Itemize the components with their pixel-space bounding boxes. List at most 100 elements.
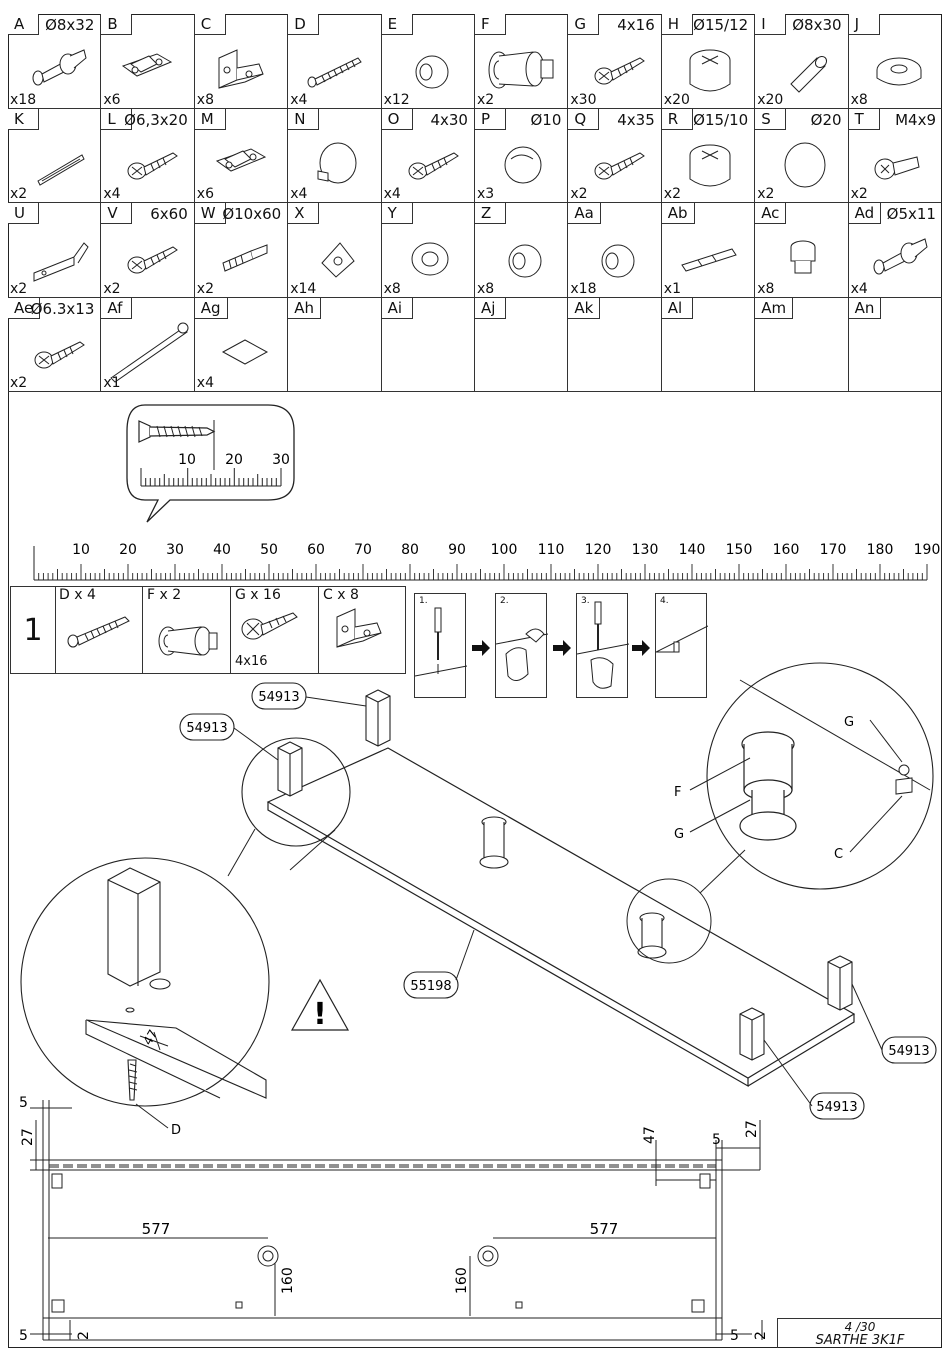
part-code: E <box>381 14 413 35</box>
shelf-pin-icon <box>790 240 816 274</box>
part-cell-Ah: Ah <box>288 297 382 392</box>
part-dimension: Ø15/12 <box>693 16 749 34</box>
part-quantity: x8 <box>196 91 214 108</box>
part-quantity: x2 <box>570 186 588 202</box>
ruler-label: 130 <box>632 542 659 558</box>
leveling-foot-icon <box>158 626 218 656</box>
part-code: Ag <box>194 297 228 319</box>
screw-icon <box>127 151 179 179</box>
step-part-F: F x 2 <box>143 587 231 673</box>
ruler-label: 40 <box>213 542 231 558</box>
long-bolt-icon <box>307 57 362 88</box>
part-code: Y <box>381 203 413 224</box>
cam-lock-icon <box>689 49 731 92</box>
part-code: B <box>101 14 133 35</box>
part-code: Ab <box>661 203 695 224</box>
leg-block <box>277 689 853 1061</box>
part-code: F <box>475 14 506 35</box>
ruler-label: 160 <box>773 542 800 558</box>
screw-icon <box>127 246 179 274</box>
angle-bracket-icon <box>336 608 382 648</box>
plan-bracket <box>51 1173 711 1313</box>
ruler-label: 170 <box>820 542 847 558</box>
part-code: Aj <box>475 297 506 319</box>
knob-icon <box>317 142 357 183</box>
ruler-ticks <box>33 564 928 581</box>
part-code: J <box>848 14 880 35</box>
part-dimension: Ø15/10 <box>693 110 749 129</box>
part-quantity: x2 <box>196 280 214 297</box>
screw-icon <box>408 151 459 179</box>
cam-bolt-icon <box>873 238 928 275</box>
part-dimension: Ø5x11 <box>886 205 936 223</box>
plug-icon <box>504 146 542 183</box>
part-quantity: x8 <box>850 91 868 108</box>
washer-icon <box>876 57 922 86</box>
detail-circle <box>241 737 351 847</box>
dim-label: 2 <box>76 1331 92 1340</box>
board-panel <box>266 747 856 1088</box>
part-code: V <box>101 203 133 224</box>
corner-block-icon <box>321 242 355 278</box>
part-quantity: x2 <box>10 375 28 391</box>
part-code: Al <box>661 297 693 319</box>
callout-54913: 54913 <box>888 1044 929 1059</box>
detail-circle-large <box>706 662 934 890</box>
long-bolt-icon <box>67 616 130 648</box>
part-code: X <box>288 203 320 224</box>
callout-54913: 54913 <box>186 721 227 736</box>
part-quantity: x4 <box>290 186 308 202</box>
part-code: C <box>194 14 226 35</box>
part-code: S <box>755 108 787 130</box>
callout-D: D <box>171 1123 181 1138</box>
part-dimension: Ø6,3x20 <box>124 110 188 129</box>
angle-bracket-icon <box>895 764 913 795</box>
disc-icon <box>784 142 826 187</box>
part-dimension: Ø10 <box>530 110 562 129</box>
screw-icon <box>594 57 646 85</box>
part-quantity: x18 <box>10 91 37 108</box>
mini-step-3: 3. <box>576 593 630 698</box>
callout-55198: 55198 <box>410 979 451 994</box>
part-code: An <box>848 297 882 319</box>
part-quantity: x14 <box>290 280 317 297</box>
detail-circle <box>626 878 712 964</box>
ruler-label: 180 <box>867 542 894 558</box>
hinge-icon <box>215 147 266 172</box>
page-footer: 4 /30 SARTHE 3K1F <box>777 1318 942 1348</box>
dim-label: 47 <box>642 1126 658 1144</box>
small-ruler-label: 10 <box>178 452 196 468</box>
dim-label: 5 <box>730 1328 739 1344</box>
dim-label: 5 <box>19 1328 28 1344</box>
ruler-label: 110 <box>538 542 565 558</box>
step-part-size: 4x16 <box>235 654 268 669</box>
result-icon <box>655 625 709 653</box>
dim-label: 5 <box>19 1095 28 1111</box>
part-quantity: x4 <box>383 186 401 202</box>
ruler-label: 70 <box>354 542 372 558</box>
part-cell-An: An <box>848 297 942 392</box>
ruler-label: 30 <box>166 542 184 558</box>
screw-icon <box>34 340 85 368</box>
detail-panel <box>85 867 267 1101</box>
callout-54913: 54913 <box>258 690 299 705</box>
part-dimension: Ø8x30 <box>792 16 842 34</box>
dim-label: 577 <box>142 1220 171 1238</box>
step-part-G: G x 16 4x16 <box>231 587 319 673</box>
part-quantity: x2 <box>663 186 681 202</box>
ruler-label: 120 <box>585 542 612 558</box>
step-parts-box: 1 D x 4 F x 2 G x 16 4x16 C x 8 <box>10 586 406 674</box>
